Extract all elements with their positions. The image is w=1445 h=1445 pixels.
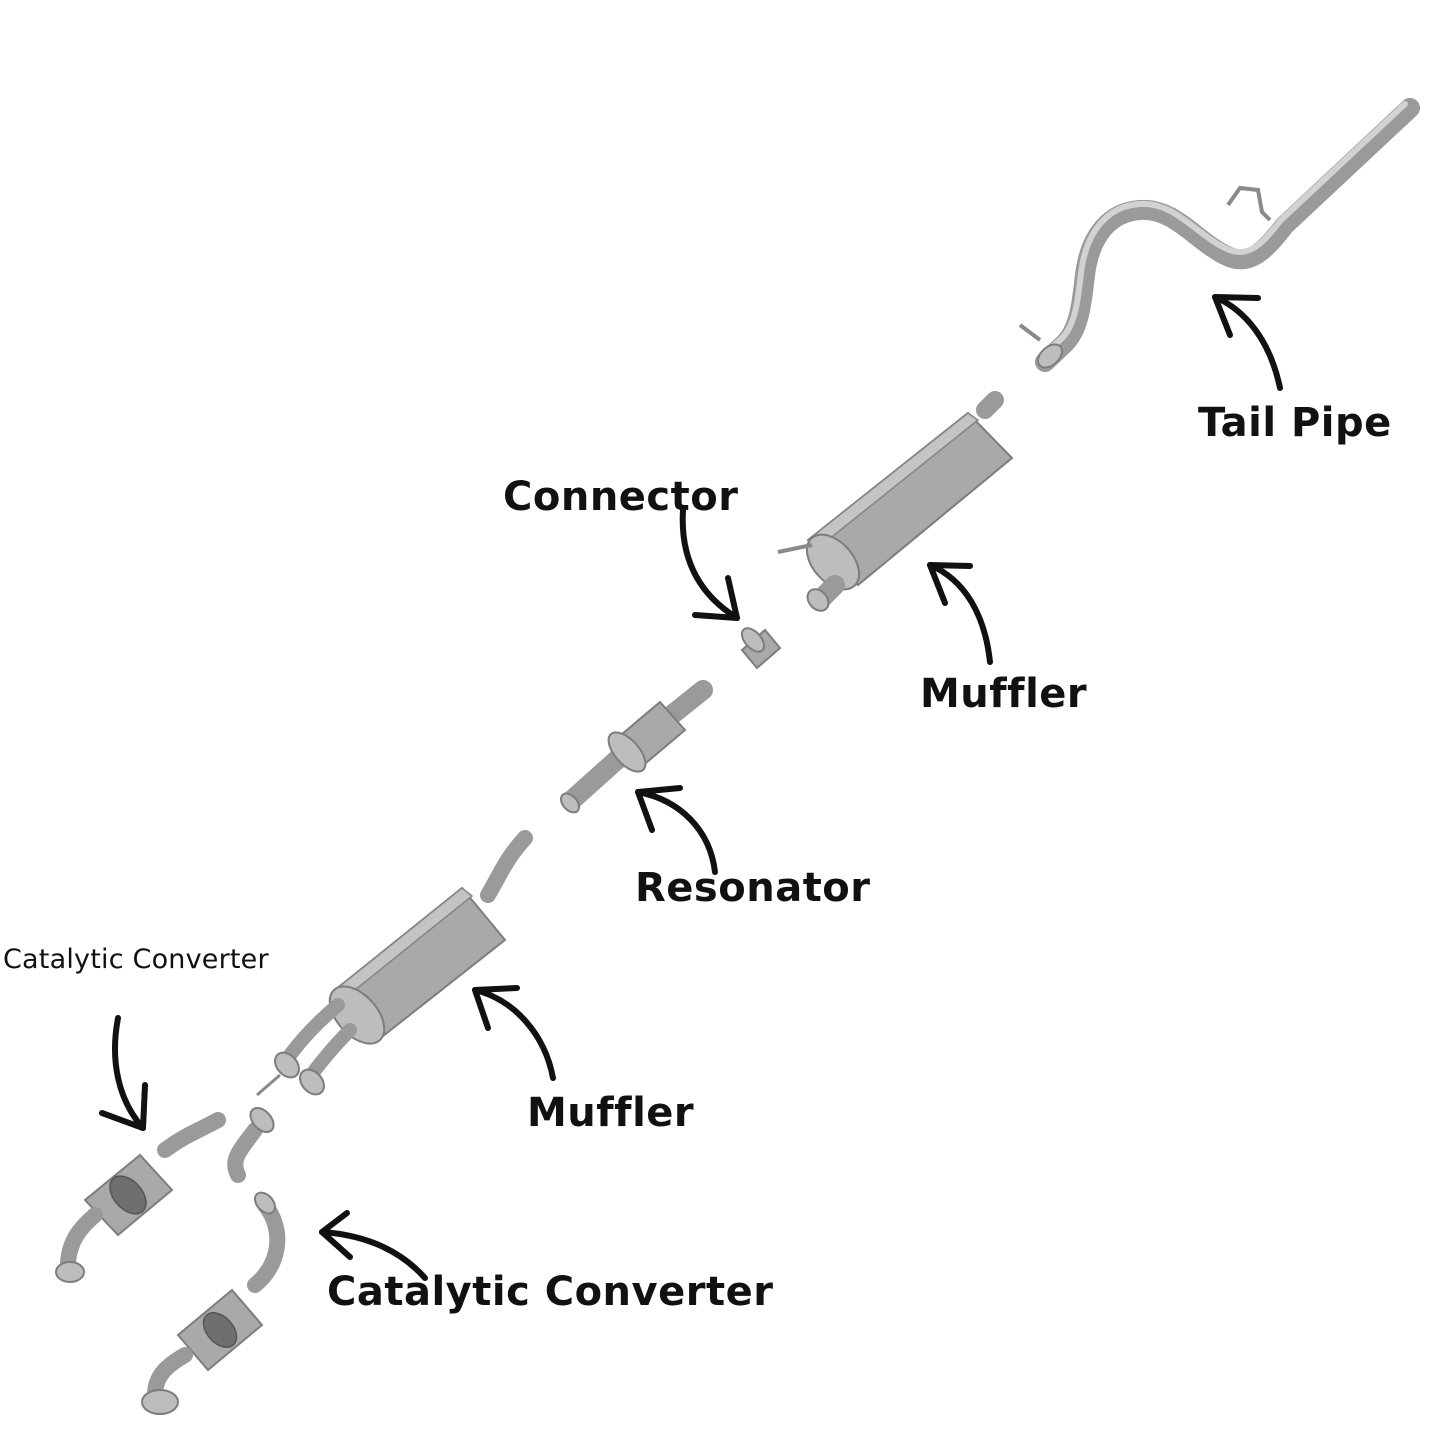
resonator-part (559, 680, 713, 814)
label-connector: Connector (503, 474, 739, 520)
connector-part (740, 627, 782, 670)
label-resonator: Resonator (635, 865, 871, 911)
arrow-front-muffler (472, 985, 556, 1081)
label-muffler-front: Muffler (527, 1090, 695, 1136)
label-muffler-rear: Muffler (920, 671, 1088, 717)
arrow-tail-pipe (1212, 294, 1283, 391)
label-catalytic-converter-left: Catalytic Converter (3, 944, 269, 975)
arrow-right-catalytic-converter (319, 1210, 428, 1281)
arrow-rear-muffler (927, 562, 993, 665)
arrow-left-catalytic-converter (99, 1015, 148, 1131)
arrow-resonator (635, 785, 718, 875)
tail-pipe-part (1018, 98, 1420, 372)
label-catalytic-converter-right: Catalytic Converter (327, 1269, 774, 1315)
arrow-connector (679, 507, 740, 621)
label-tail-pipe: Tail Pipe (1198, 400, 1392, 446)
left-catalytic-converter-part (55, 1106, 275, 1283)
rear-muffler-part (777, 391, 1014, 612)
front-muffler-part (256, 830, 533, 1097)
right-catalytic-converter-part (141, 1191, 286, 1415)
